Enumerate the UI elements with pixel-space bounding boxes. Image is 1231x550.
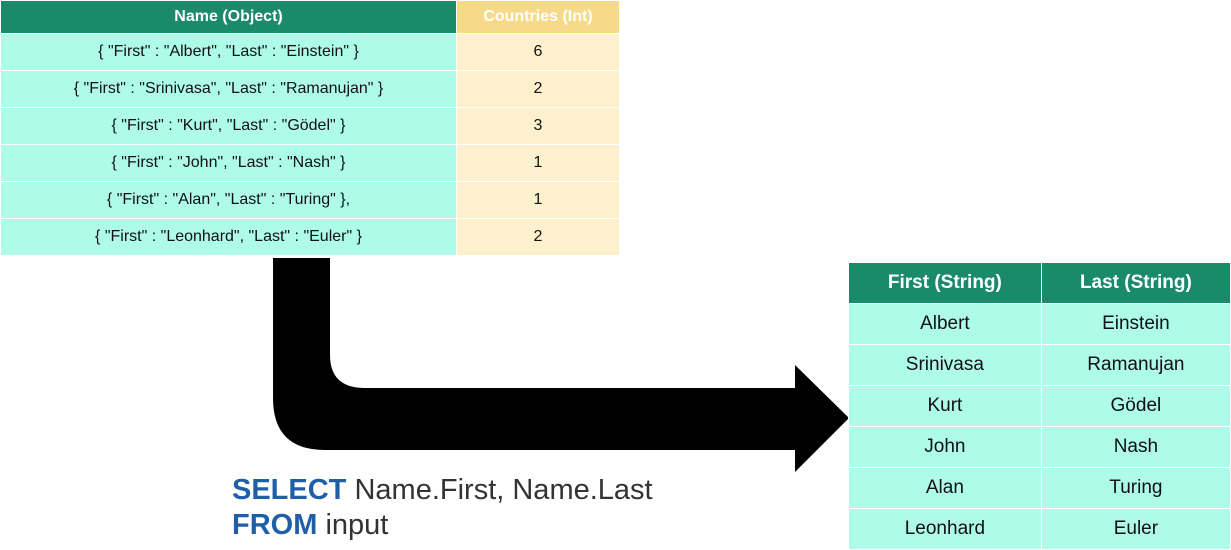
column-header-first: First (String) [848, 262, 1042, 304]
last-cell: Euler [1040, 508, 1231, 550]
countries-cell: 6 [456, 33, 620, 71]
countries-cell: 2 [456, 70, 620, 108]
name-cell: { "First" : "Albert", "Last" : "Einstein… [0, 33, 457, 71]
name-cell: { "First" : "Alan", "Last" : "Turing" }, [0, 181, 457, 219]
last-cell: Turing [1040, 467, 1231, 509]
name-cell: { "First" : "John", "Last" : "Nash" } [0, 144, 457, 182]
table-row: Alan Turing [848, 467, 1231, 509]
last-cell: Ramanujan [1040, 344, 1231, 386]
table-row: { "First" : "Srinivasa", "Last" : "Raman… [0, 70, 620, 108]
result-table-header: First (String) Last (String) [848, 262, 1231, 304]
countries-cell: 2 [456, 218, 620, 256]
name-cell: { "First" : "Leonhard", "Last" : "Euler"… [0, 218, 457, 256]
column-header-name: Name (Object) [0, 0, 457, 34]
last-cell: Nash [1040, 426, 1231, 468]
column-header-last: Last (String) [1040, 262, 1231, 304]
table-row: Srinivasa Ramanujan [848, 344, 1231, 386]
select-line: SELECT Name.First, Name.Last [232, 473, 653, 508]
source-table-header: Name (Object) Countries (Int) [0, 0, 620, 34]
first-cell: John [848, 426, 1042, 468]
from-source: input [325, 509, 389, 541]
table-row: Albert Einstein [848, 303, 1231, 345]
first-cell: Alan [848, 467, 1042, 509]
first-cell: Albert [848, 303, 1042, 345]
from-line: FROM input [232, 508, 653, 543]
table-row: Leonhard Euler [848, 508, 1231, 550]
table-row: { "First" : "Leonhard", "Last" : "Euler"… [0, 218, 620, 256]
countries-cell: 1 [456, 144, 620, 182]
sql-query: SELECT Name.First, Name.Last FROM input [232, 473, 653, 543]
table-row: { "First" : "Alan", "Last" : "Turing" },… [0, 181, 620, 219]
select-fields: Name.First, Name.Last [354, 474, 653, 506]
from-keyword: FROM [232, 509, 318, 541]
table-row: { "First" : "John", "Last" : "Nash" } 1 [0, 144, 620, 182]
last-cell: Gödel [1040, 385, 1231, 427]
name-cell: { "First" : "Kurt", "Last" : "Gödel" } [0, 107, 457, 145]
result-table: First (String) Last (String) Albert Eins… [848, 262, 1231, 550]
first-cell: Kurt [848, 385, 1042, 427]
first-cell: Leonhard [848, 508, 1042, 550]
table-row: John Nash [848, 426, 1231, 468]
source-table: Name (Object) Countries (Int) { "First" … [0, 0, 620, 256]
column-header-countries: Countries (Int) [456, 0, 620, 34]
table-row: { "First" : "Kurt", "Last" : "Gödel" } 3 [0, 107, 620, 145]
select-keyword: SELECT [232, 474, 347, 506]
countries-cell: 1 [456, 181, 620, 219]
first-cell: Srinivasa [848, 344, 1042, 386]
table-row: Kurt Gödel [848, 385, 1231, 427]
last-cell: Einstein [1040, 303, 1231, 345]
table-row: { "First" : "Albert", "Last" : "Einstein… [0, 33, 620, 71]
name-cell: { "First" : "Srinivasa", "Last" : "Raman… [0, 70, 457, 108]
countries-cell: 3 [456, 107, 620, 145]
